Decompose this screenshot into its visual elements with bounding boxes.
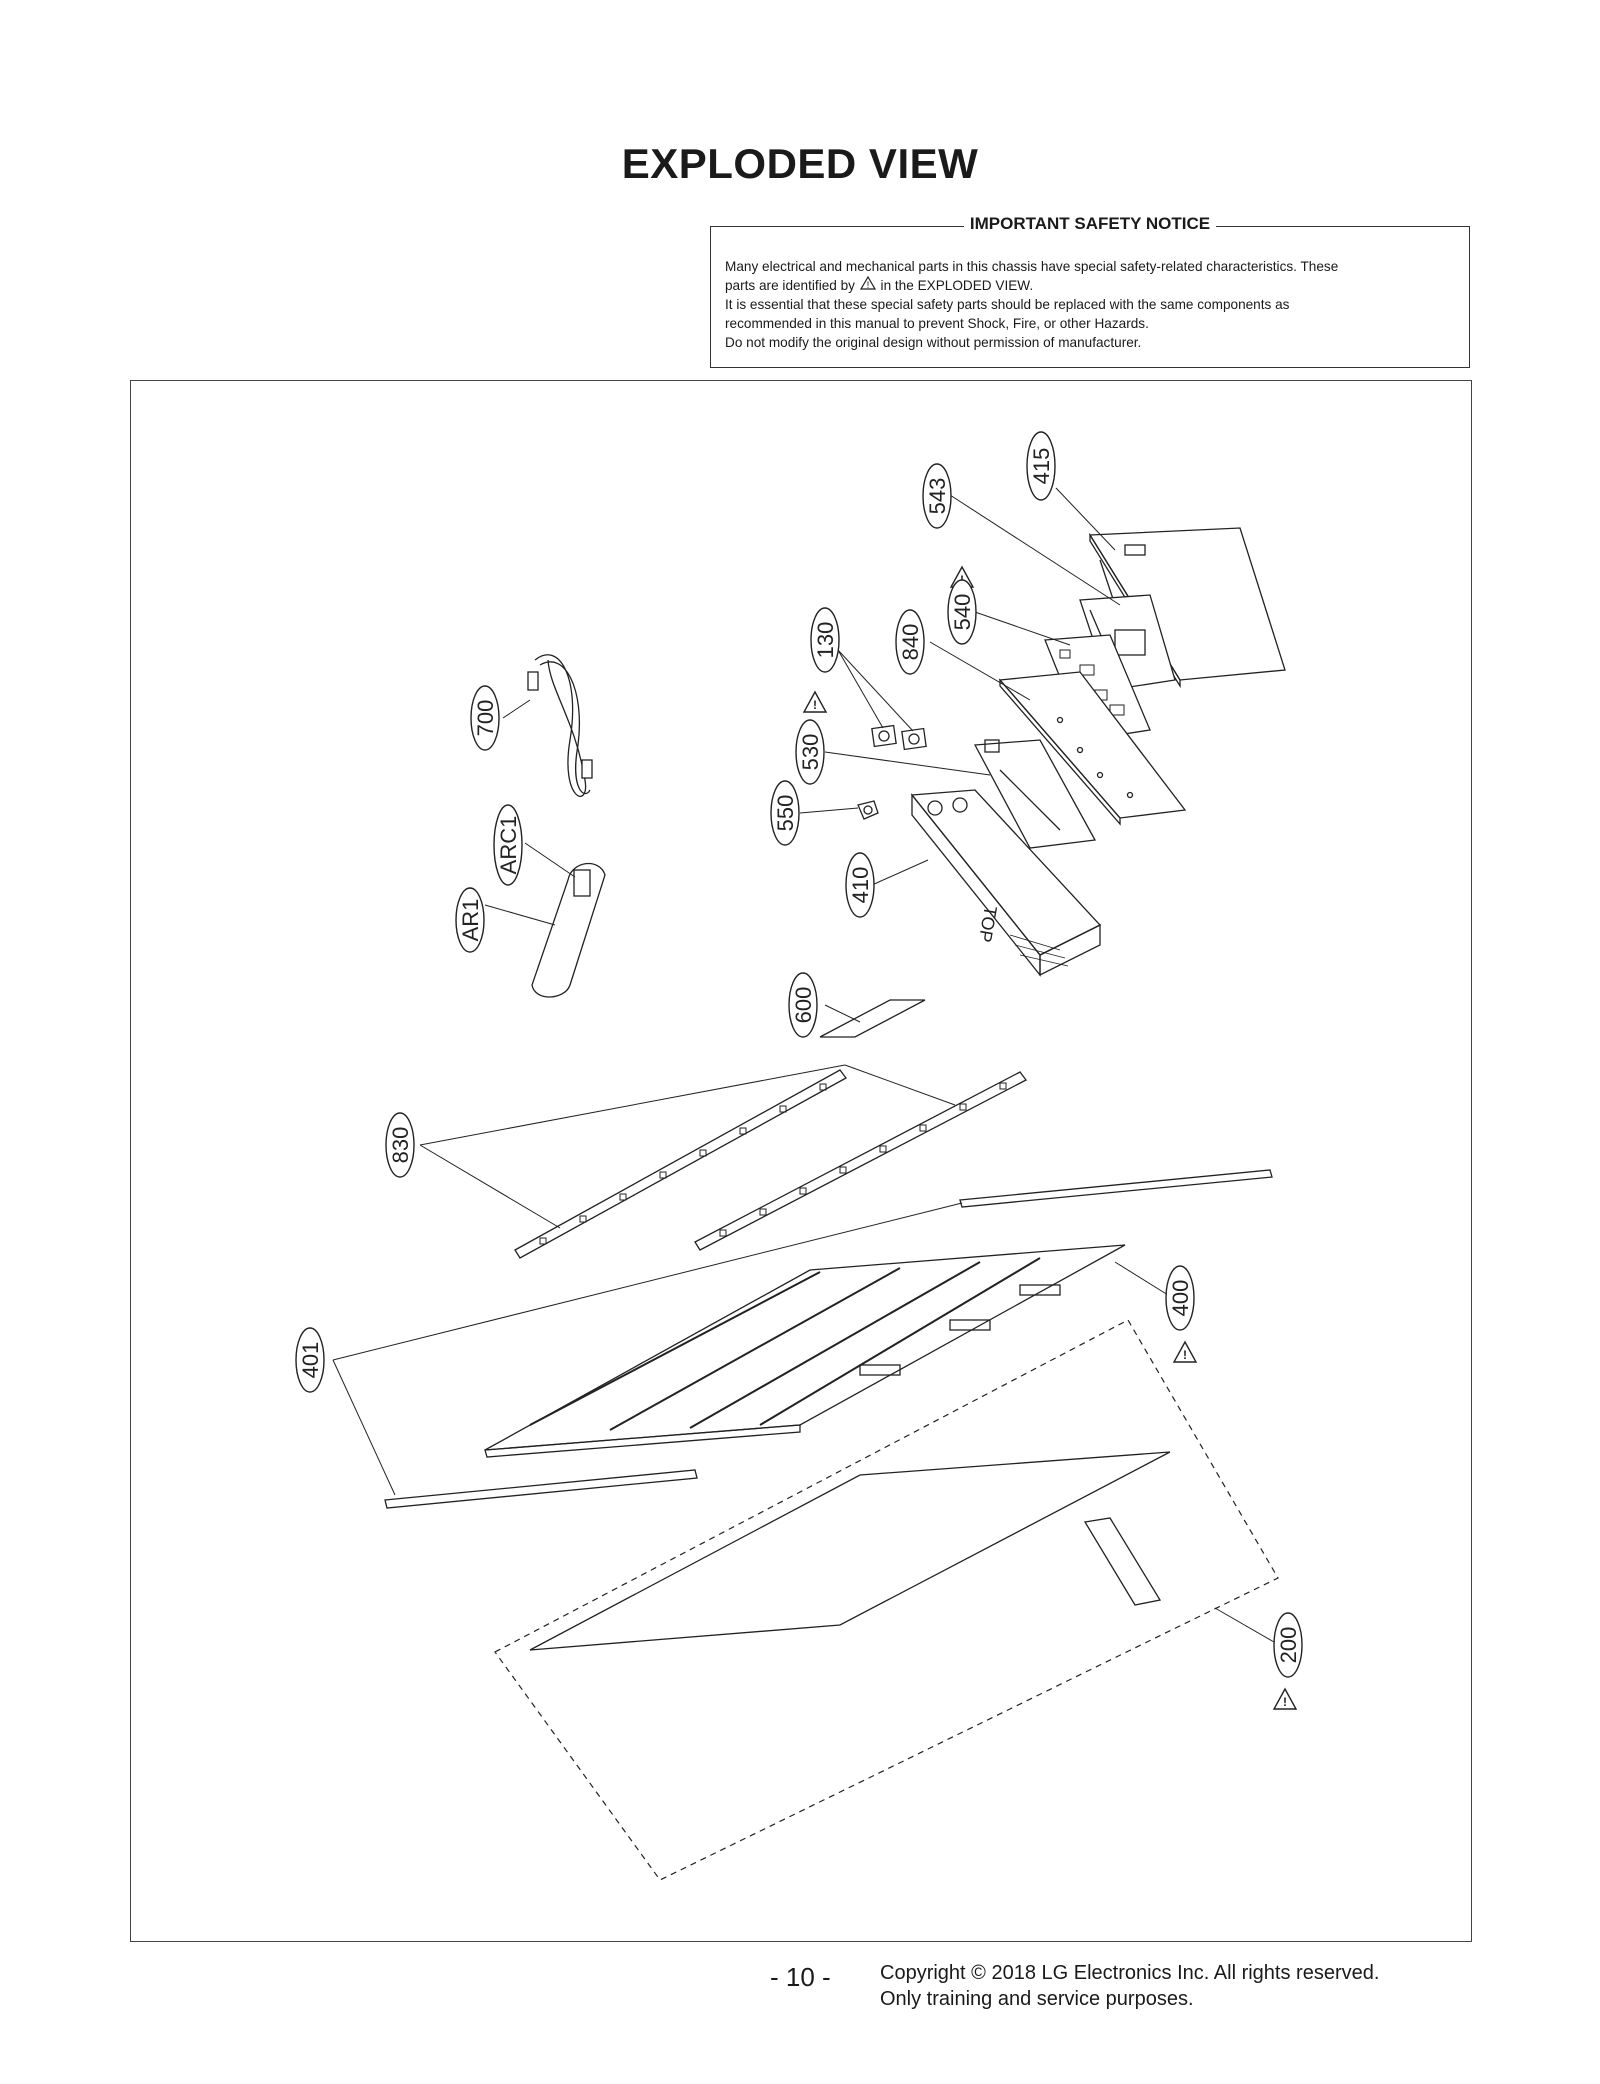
label-700: 700 (473, 700, 498, 737)
safety-notice-heading: IMPORTANT SAFETY NOTICE (963, 214, 1217, 233)
label-ar1: AR1 (458, 899, 483, 942)
label-410: 410 (848, 867, 873, 904)
part-840-chassis-plate (998, 671, 1187, 826)
part-ar1-remote-control (531, 862, 606, 998)
label-200: 200 (1276, 1627, 1301, 1664)
label-830: 830 (388, 1127, 413, 1164)
label-550: 550 (773, 795, 798, 832)
diagram-frame (130, 380, 1472, 1942)
part-401-bottom-rail (384, 1469, 698, 1509)
part-830-led-bars (514, 1069, 1027, 1259)
page-number: - 10 - (770, 1962, 831, 1992)
warning-triangle-icon (1173, 1341, 1197, 1363)
safety-notice-text: Many electrical and mechanical parts in … (725, 257, 1455, 352)
label-543: 543 (925, 478, 950, 515)
copyright-line: Copyright © 2018 LG Electronics Inc. All… (880, 1962, 1380, 1984)
footer-copyright: Copyright © 2018 LG Electronics Inc. All… (880, 1960, 1379, 2012)
label-600: 600 (791, 987, 816, 1024)
page-title: EXPLODED VIEW (621, 140, 979, 187)
label-530: 530 (798, 734, 823, 771)
label-540: 540 (950, 594, 975, 631)
label-415: 415 (1029, 448, 1054, 485)
svg-text:TOP: TOP (975, 904, 1001, 944)
safety-notice-box: IMPORTANT SAFETY NOTICE Many electrical … (710, 214, 1470, 368)
notice-line-2: parts are identified by ! in the EXPLODE… (725, 275, 1034, 295)
part-130-speakers (871, 724, 927, 751)
purpose-line: Only training and service purposes. (880, 1988, 1194, 2010)
part-550-connector (857, 800, 879, 820)
notice-line-3: It is essential that these special safet… (725, 297, 1290, 312)
notice-line-4: recommended in this manual to prevent Sh… (725, 316, 1149, 331)
warning-triangle-icon (1273, 1688, 1297, 1710)
part-600-sheet (819, 999, 926, 1038)
warning-triangle-icon: ! (859, 275, 877, 295)
part-700-power-cord (527, 654, 593, 797)
warning-triangle-icon (803, 691, 827, 713)
label-130: 130 (813, 622, 838, 659)
label-400: 400 (1168, 1280, 1193, 1317)
part-400-frame (484, 1244, 1126, 1458)
notice-line-1: Many electrical and mechanical parts in … (725, 259, 1339, 274)
notice-line-5: Do not modify the original design withou… (725, 335, 1142, 350)
part-530-power-board (973, 739, 1097, 849)
part-top-rail (959, 1169, 1273, 1208)
part-200-panel (494, 1319, 1279, 1881)
label-840: 840 (898, 624, 923, 661)
svg-text:!: ! (867, 280, 870, 290)
label-401: 401 (298, 1342, 323, 1379)
exploded-view-diagram: ! (295, 431, 1303, 1881)
label-arc1: ARC1 (496, 816, 521, 875)
part-410-main-box: TOP (910, 789, 1102, 977)
